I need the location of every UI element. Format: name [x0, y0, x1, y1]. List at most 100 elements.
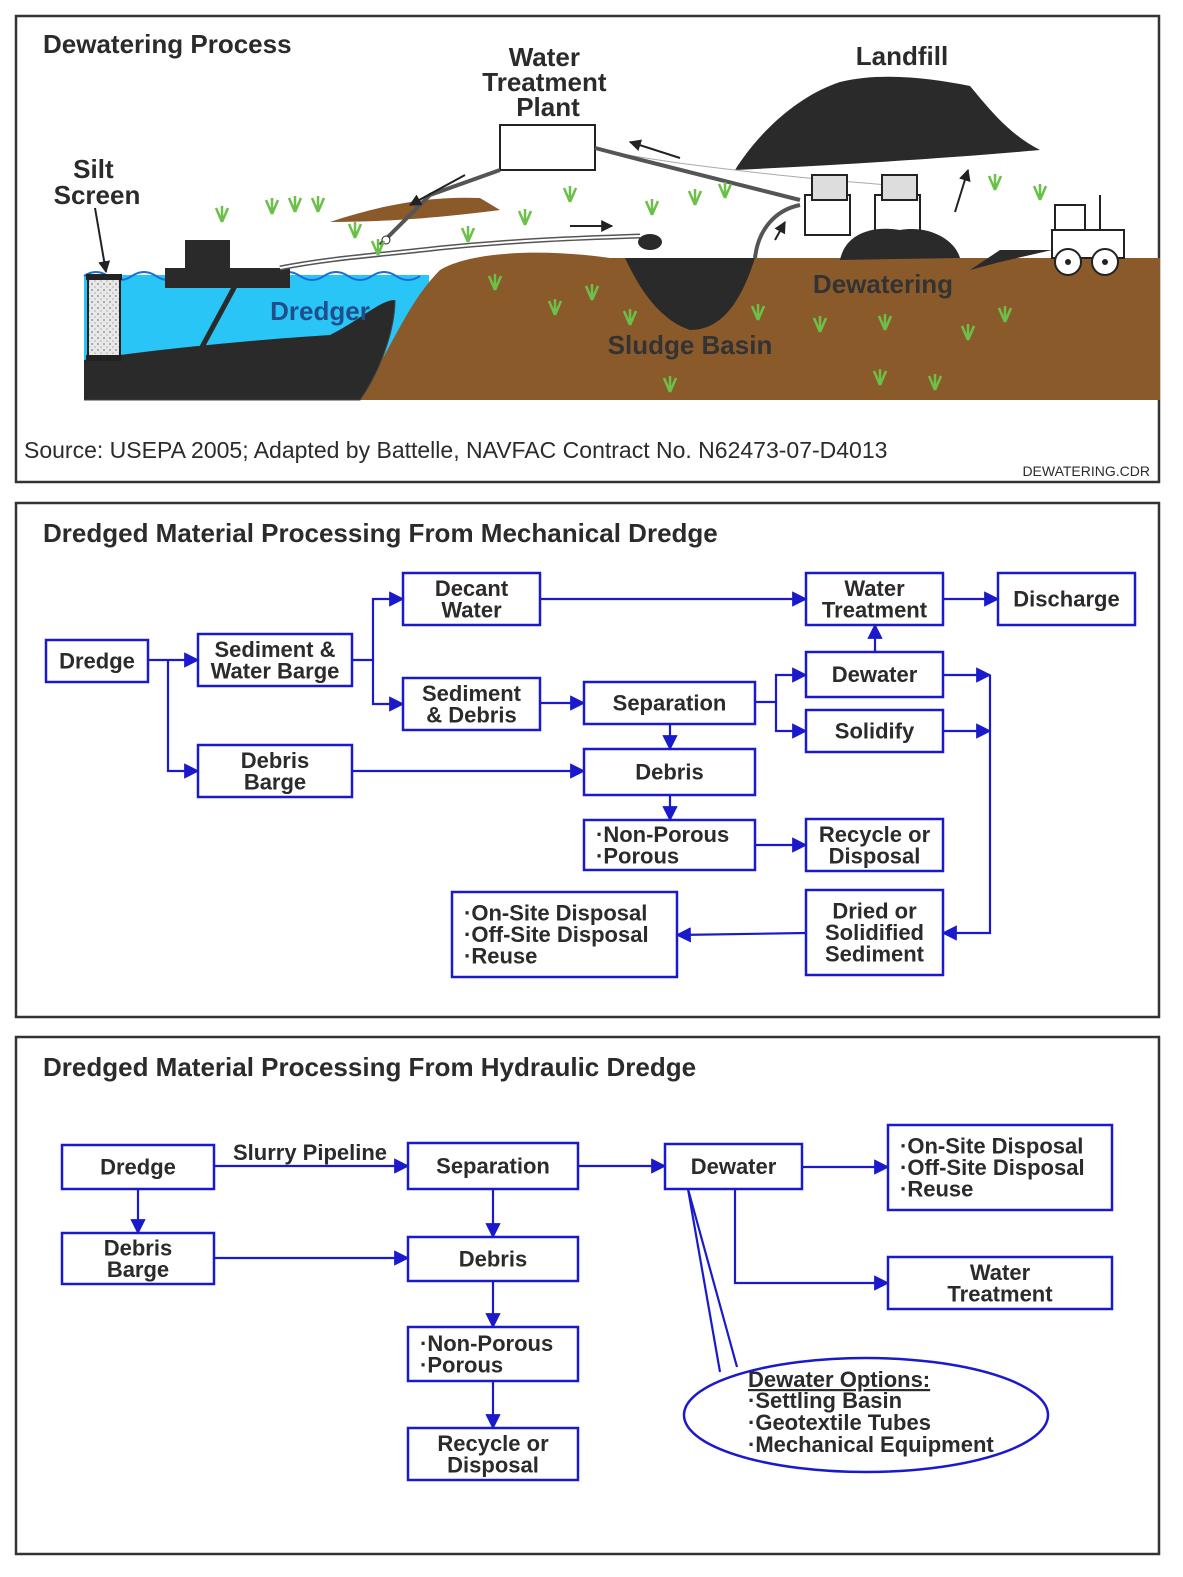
box-label-line: Dewater — [691, 1154, 777, 1179]
box-label-line: Sediment — [422, 681, 522, 706]
box-frame — [804, 888, 945, 977]
box-label-line: ·On-Site Disposal — [464, 901, 647, 926]
box-label-line: Debris — [459, 1247, 527, 1272]
sludge-basin-label: Sludge Basin — [608, 330, 773, 360]
box-label-line: Water — [970, 1260, 1031, 1285]
box-frame — [582, 818, 757, 872]
panel2-separation-box: Separation — [582, 680, 757, 726]
box-label-line: ·Non-Porous — [420, 1331, 553, 1356]
soil-bank — [340, 252, 1160, 400]
panel2-sediment-water-barge-box: Sediment &Water Barge — [196, 632, 354, 688]
landfill-label: Landfill — [856, 41, 948, 71]
box-label-line: Water — [441, 597, 502, 622]
source-citation: Source: USEPA 2005; Adapted by Battelle,… — [24, 437, 887, 463]
dewatering-label: Dewatering — [813, 269, 953, 299]
file-id: DEWATERING.CDR — [1022, 463, 1150, 479]
front-loader — [1054, 204, 1086, 234]
panel2-disposal-options-box: ·On-Site Disposal·Off-Site Disposal·Reus… — [450, 890, 679, 979]
panel2-dredge-box: Dredge — [44, 638, 150, 684]
panel2-sediment-debris-box: Sediment& Debris — [401, 676, 542, 732]
box-label-line: Discharge — [1013, 587, 1119, 612]
box-label-line: ·Porous — [596, 843, 679, 868]
dredger-barge — [165, 268, 290, 288]
box-label-line: ·Porous — [420, 1352, 503, 1377]
box-label-line: Water Barge — [211, 658, 340, 683]
box-label-line: Debris — [104, 1235, 172, 1260]
box-label-line: Dredge — [59, 649, 135, 674]
box-frame — [401, 571, 542, 627]
box-frame — [996, 571, 1137, 627]
panel3-separation-box: Separation — [406, 1141, 580, 1191]
box-label-line: Dried or — [832, 899, 917, 924]
panel3-porosity-box: ·Non-Porous·Porous — [406, 1325, 580, 1383]
box-label-line: Treatment — [947, 1281, 1053, 1306]
hydraulic-flow-lines — [130, 1158, 890, 1430]
box-label-line: Separation — [613, 691, 727, 716]
panel1-title: Dewatering Process — [43, 29, 292, 59]
panel3-dewater-box: Dewater — [663, 1142, 804, 1191]
box-label-line: ·On-Site Disposal — [900, 1134, 1083, 1159]
grass-tufts — [214, 174, 1048, 393]
box-label-line: Solidified — [825, 920, 924, 945]
box-label-line: Recycle or — [437, 1431, 549, 1456]
box-label-line: Barge — [107, 1257, 169, 1282]
silt-screen — [87, 277, 121, 361]
panel2-debris-box: Debris — [582, 747, 757, 797]
box-frame — [804, 817, 945, 873]
silt-screen-label: Silt Screen — [54, 154, 141, 210]
box-label-line: Dredge — [100, 1155, 176, 1180]
box-label-line: Debris — [241, 748, 309, 773]
dredger-label: Dredger — [270, 296, 370, 326]
panel3-debris-box: Debris — [406, 1235, 580, 1283]
box-label-line: ·Off-Site Disposal — [464, 922, 649, 947]
box-label-line: Water — [844, 576, 905, 601]
box-label-line: Disposal — [829, 843, 921, 868]
box-label-line: ·Reuse — [464, 944, 537, 969]
panel2-discharge-box: Discharge — [996, 571, 1137, 627]
dewater-options-callout — [682, 1356, 1050, 1474]
box-label-line: ·Off-Site Disposal — [900, 1155, 1085, 1180]
box-label-line: Sediment — [825, 942, 925, 967]
panel2-porosity-box: ·Non-Porous·Porous — [582, 818, 757, 872]
box-frame — [886, 1255, 1114, 1311]
box-frame — [886, 1123, 1114, 1212]
sludge-basin-pit — [625, 258, 755, 330]
box-frame — [406, 1426, 580, 1482]
box-label-line: & Debris — [426, 702, 516, 727]
box-label-line: ·Reuse — [900, 1177, 973, 1202]
mechanical-flow-lines — [148, 591, 1000, 943]
dewatered-sludge-pile — [840, 228, 960, 260]
box-label-line: Disposal — [447, 1452, 539, 1477]
box-frame — [401, 676, 542, 732]
dewatering-unit-1 — [804, 194, 851, 236]
box-label-line: Barge — [244, 769, 306, 794]
return-water-pipe — [594, 146, 801, 202]
water-treatment-plant — [499, 124, 596, 171]
slurry-pipeline-label: Slurry Pipeline — [233, 1140, 387, 1165]
panel3-disposal-options-box: ·On-Site Disposal·Off-Site Disposal·Reus… — [886, 1123, 1114, 1212]
panel2-dewater-box: Dewater — [804, 650, 945, 699]
box-label-line: Solidify — [835, 719, 915, 744]
panel3-dredge-box: Dredge — [60, 1143, 216, 1191]
box-label-line: Debris — [635, 760, 703, 785]
water-treatment-plant-label: Water Treatment Plant — [482, 42, 614, 122]
box-label-line: Sediment & — [214, 637, 335, 662]
panel2-title: Dredged Material Processing From Mechani… — [43, 518, 718, 548]
landfill-mound — [735, 76, 1040, 170]
sediment-bottom — [84, 300, 395, 400]
box-label-line: Separation — [436, 1154, 550, 1179]
box-label-line: ·Non-Porous — [596, 822, 729, 847]
dewater-options-text: Dewater Options: ·Settling Basin ·Geotex… — [748, 1367, 994, 1457]
box-label-line: Recycle or — [819, 822, 931, 847]
panel2-solidify-box: Solidify — [804, 708, 945, 754]
box-frame — [582, 747, 757, 797]
